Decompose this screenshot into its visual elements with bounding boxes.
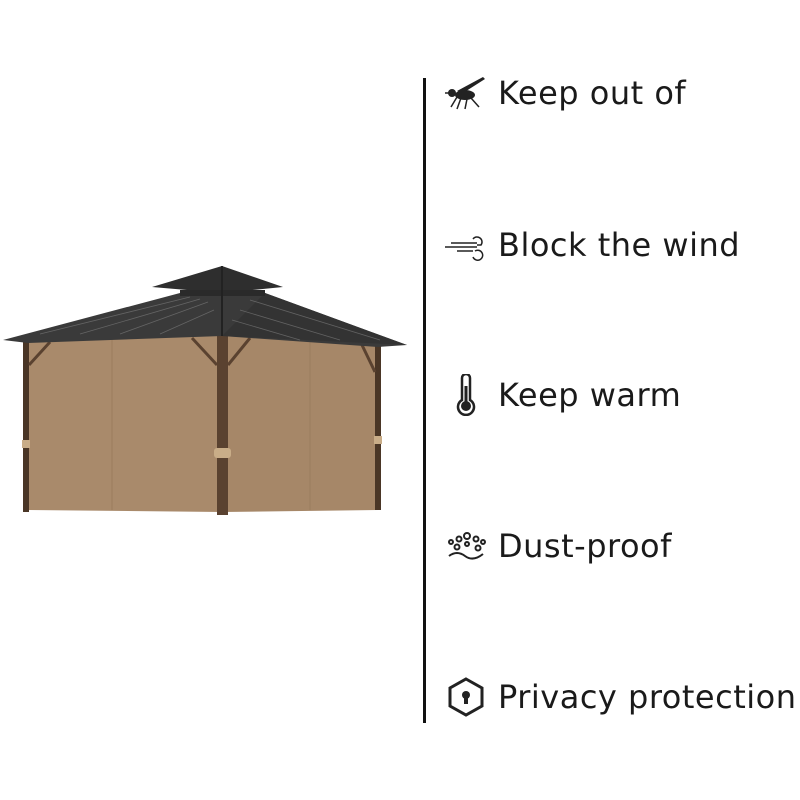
feature-insects: Keep out of xyxy=(440,68,800,118)
feature-label: Privacy protection xyxy=(498,678,797,716)
gazebo-image xyxy=(3,266,407,515)
pole-center xyxy=(217,335,228,515)
pole-left xyxy=(23,342,29,512)
pole-right xyxy=(375,345,381,510)
thermometer-icon xyxy=(440,373,492,417)
curtain-right xyxy=(222,335,378,512)
wind-icon xyxy=(440,223,492,267)
roof-top xyxy=(152,266,283,293)
divider xyxy=(423,78,426,723)
feature-label: Dust-proof xyxy=(498,527,672,565)
feature-warm: Keep warm xyxy=(440,370,800,420)
feature-label: Block the wind xyxy=(498,226,741,264)
shield-lock-icon xyxy=(440,675,492,719)
feature-label: Keep out of xyxy=(498,74,687,112)
dust-icon xyxy=(440,524,492,568)
feature-label: Keep warm xyxy=(498,376,682,414)
mosquito-icon xyxy=(440,71,492,115)
curtain-left xyxy=(28,335,222,512)
feature-privacy: Privacy protection xyxy=(440,672,800,722)
feature-dust: Dust-proof xyxy=(440,521,800,571)
feature-wind: Block the wind xyxy=(440,220,800,270)
